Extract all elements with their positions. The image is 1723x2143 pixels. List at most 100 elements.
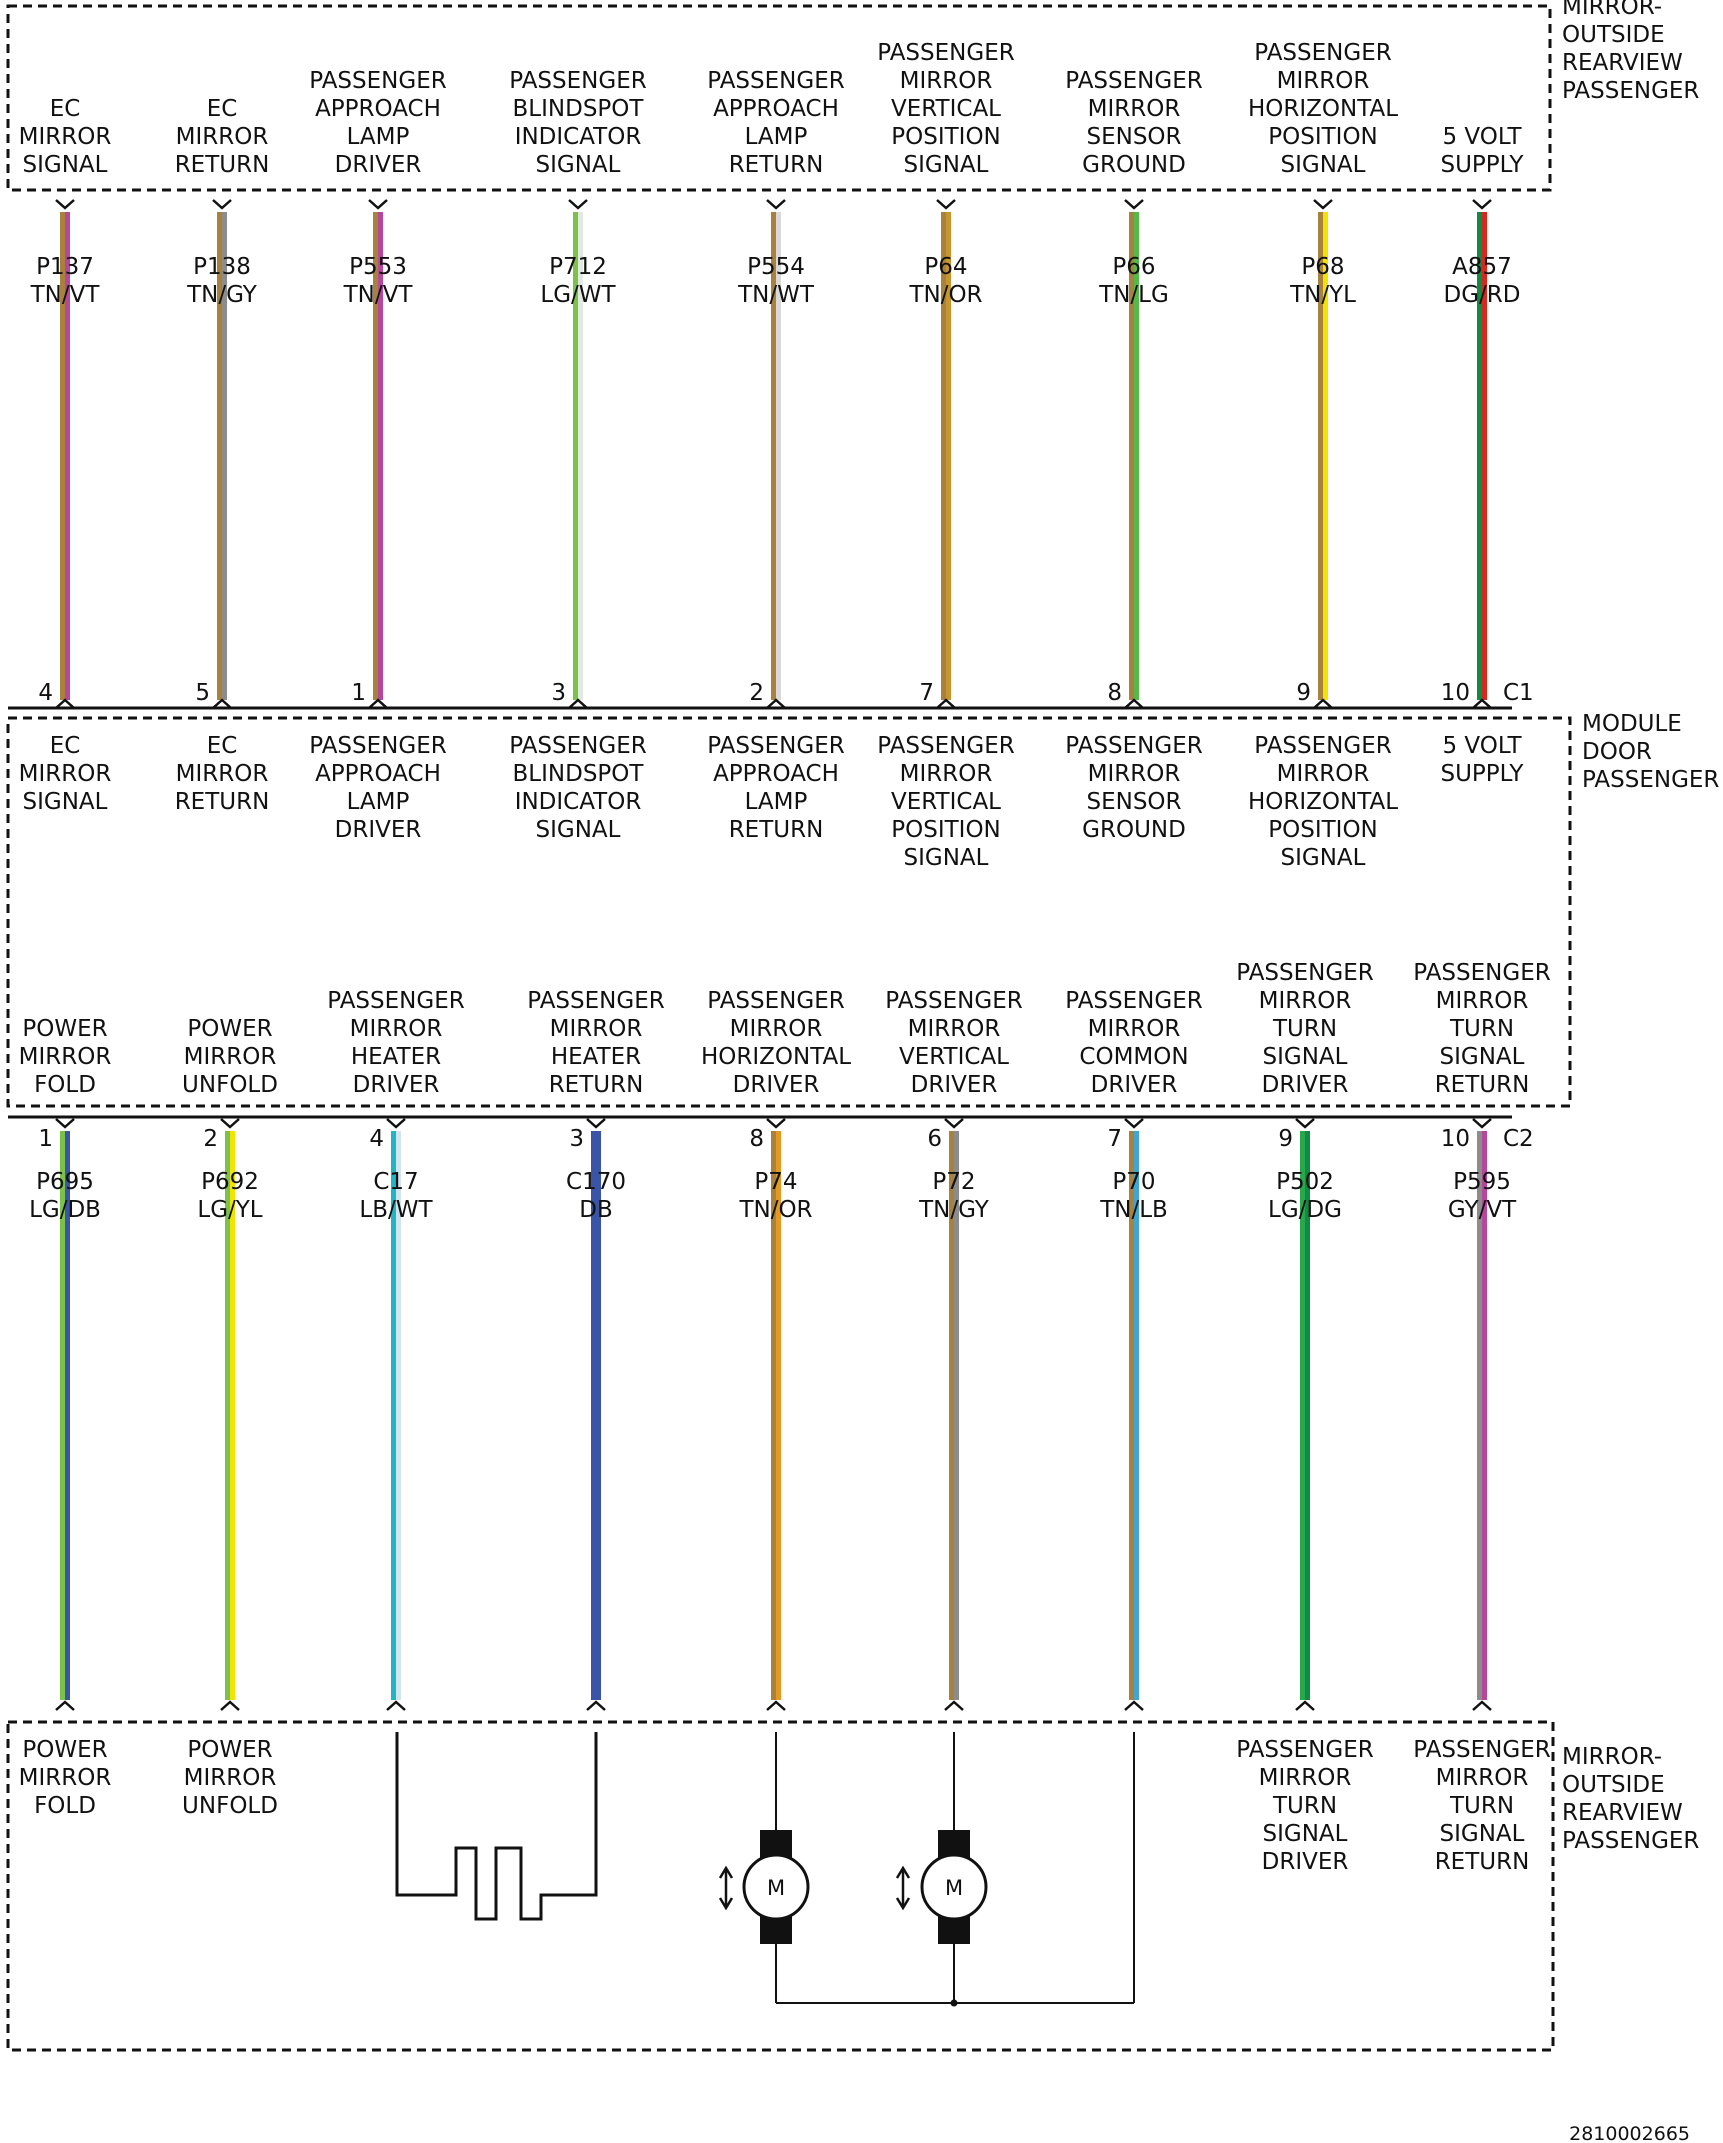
circuit-id: P66 — [1112, 254, 1155, 280]
pin-number: 9 — [1296, 680, 1311, 706]
pin-number: 8 — [1107, 680, 1122, 706]
diagram-id: 2810002665 — [1569, 2123, 1690, 2143]
wire-color-code: TN/WT — [737, 282, 815, 308]
pin-number: 3 — [569, 1126, 584, 1152]
circuit-id: P64 — [924, 254, 967, 280]
pin-number: 3 — [551, 680, 566, 706]
wire-color-code: TN/OR — [738, 1197, 812, 1223]
pin-number: 7 — [919, 680, 934, 706]
c1-connector-name: C1 — [1503, 680, 1534, 706]
wire-color-code: LG/YL — [197, 1197, 262, 1223]
circuit-id: A857 — [1452, 254, 1512, 280]
circuit-id: P137 — [36, 254, 94, 280]
pin-number: 1 — [38, 1126, 53, 1152]
wire-color-code: DB — [579, 1197, 613, 1223]
circuit-id: C17 — [373, 1169, 418, 1195]
pin-number: 10 — [1441, 680, 1470, 706]
wire-color-code: TN/OR — [908, 282, 982, 308]
pin-number: 7 — [1107, 1126, 1122, 1152]
pin-number: 2 — [203, 1126, 218, 1152]
double-arrow-icon — [718, 1865, 734, 1911]
circuit-id: P695 — [36, 1169, 94, 1195]
module-boundary — [6, 716, 1572, 1108]
wire-color-code: TN/VT — [343, 282, 414, 308]
wire-color-code: LG/DG — [1268, 1197, 1342, 1223]
wire-color-code: LB/WT — [359, 1197, 433, 1223]
circuit-id: P72 — [932, 1169, 975, 1195]
mirror-top-boundary — [6, 4, 1552, 192]
circuit-id: P68 — [1301, 254, 1344, 280]
circuit-id: P595 — [1453, 1169, 1511, 1195]
vertical-motor-symbol: M — [920, 1830, 988, 1944]
circuit-id: P553 — [349, 254, 407, 280]
pin-number: 4 — [38, 680, 53, 706]
circuit-id: P554 — [747, 254, 805, 280]
wire-color-code: LG/WT — [540, 282, 616, 308]
wire-color-code: GY/VT — [1448, 1197, 1517, 1223]
horizontal-motor-symbol: M — [742, 1830, 810, 1944]
circuit-id: P74 — [754, 1169, 797, 1195]
circuit-id: P712 — [549, 254, 607, 280]
wire-color-code: TN/VT — [30, 282, 101, 308]
wire-color-code: TN/GY — [186, 282, 258, 308]
circuit-id: P70 — [1112, 1169, 1155, 1195]
wire-color-code: TN/YL — [1289, 282, 1356, 308]
wire-color-code: LG/DB — [29, 1197, 101, 1223]
wire-color-code: TN/LB — [1099, 1197, 1168, 1223]
pin-number: 9 — [1278, 1126, 1293, 1152]
c2-connector-name: C2 — [1503, 1126, 1534, 1152]
vertical-motor-label: M — [945, 1876, 963, 1900]
pin-number: 10 — [1441, 1126, 1470, 1152]
horizontal-motor-label: M — [767, 1876, 785, 1900]
wire-color-code: TN/GY — [918, 1197, 990, 1223]
pin-number: 8 — [749, 1126, 764, 1152]
pin-number: 4 — [369, 1126, 384, 1152]
wire-color-code: TN/LG — [1098, 282, 1169, 308]
